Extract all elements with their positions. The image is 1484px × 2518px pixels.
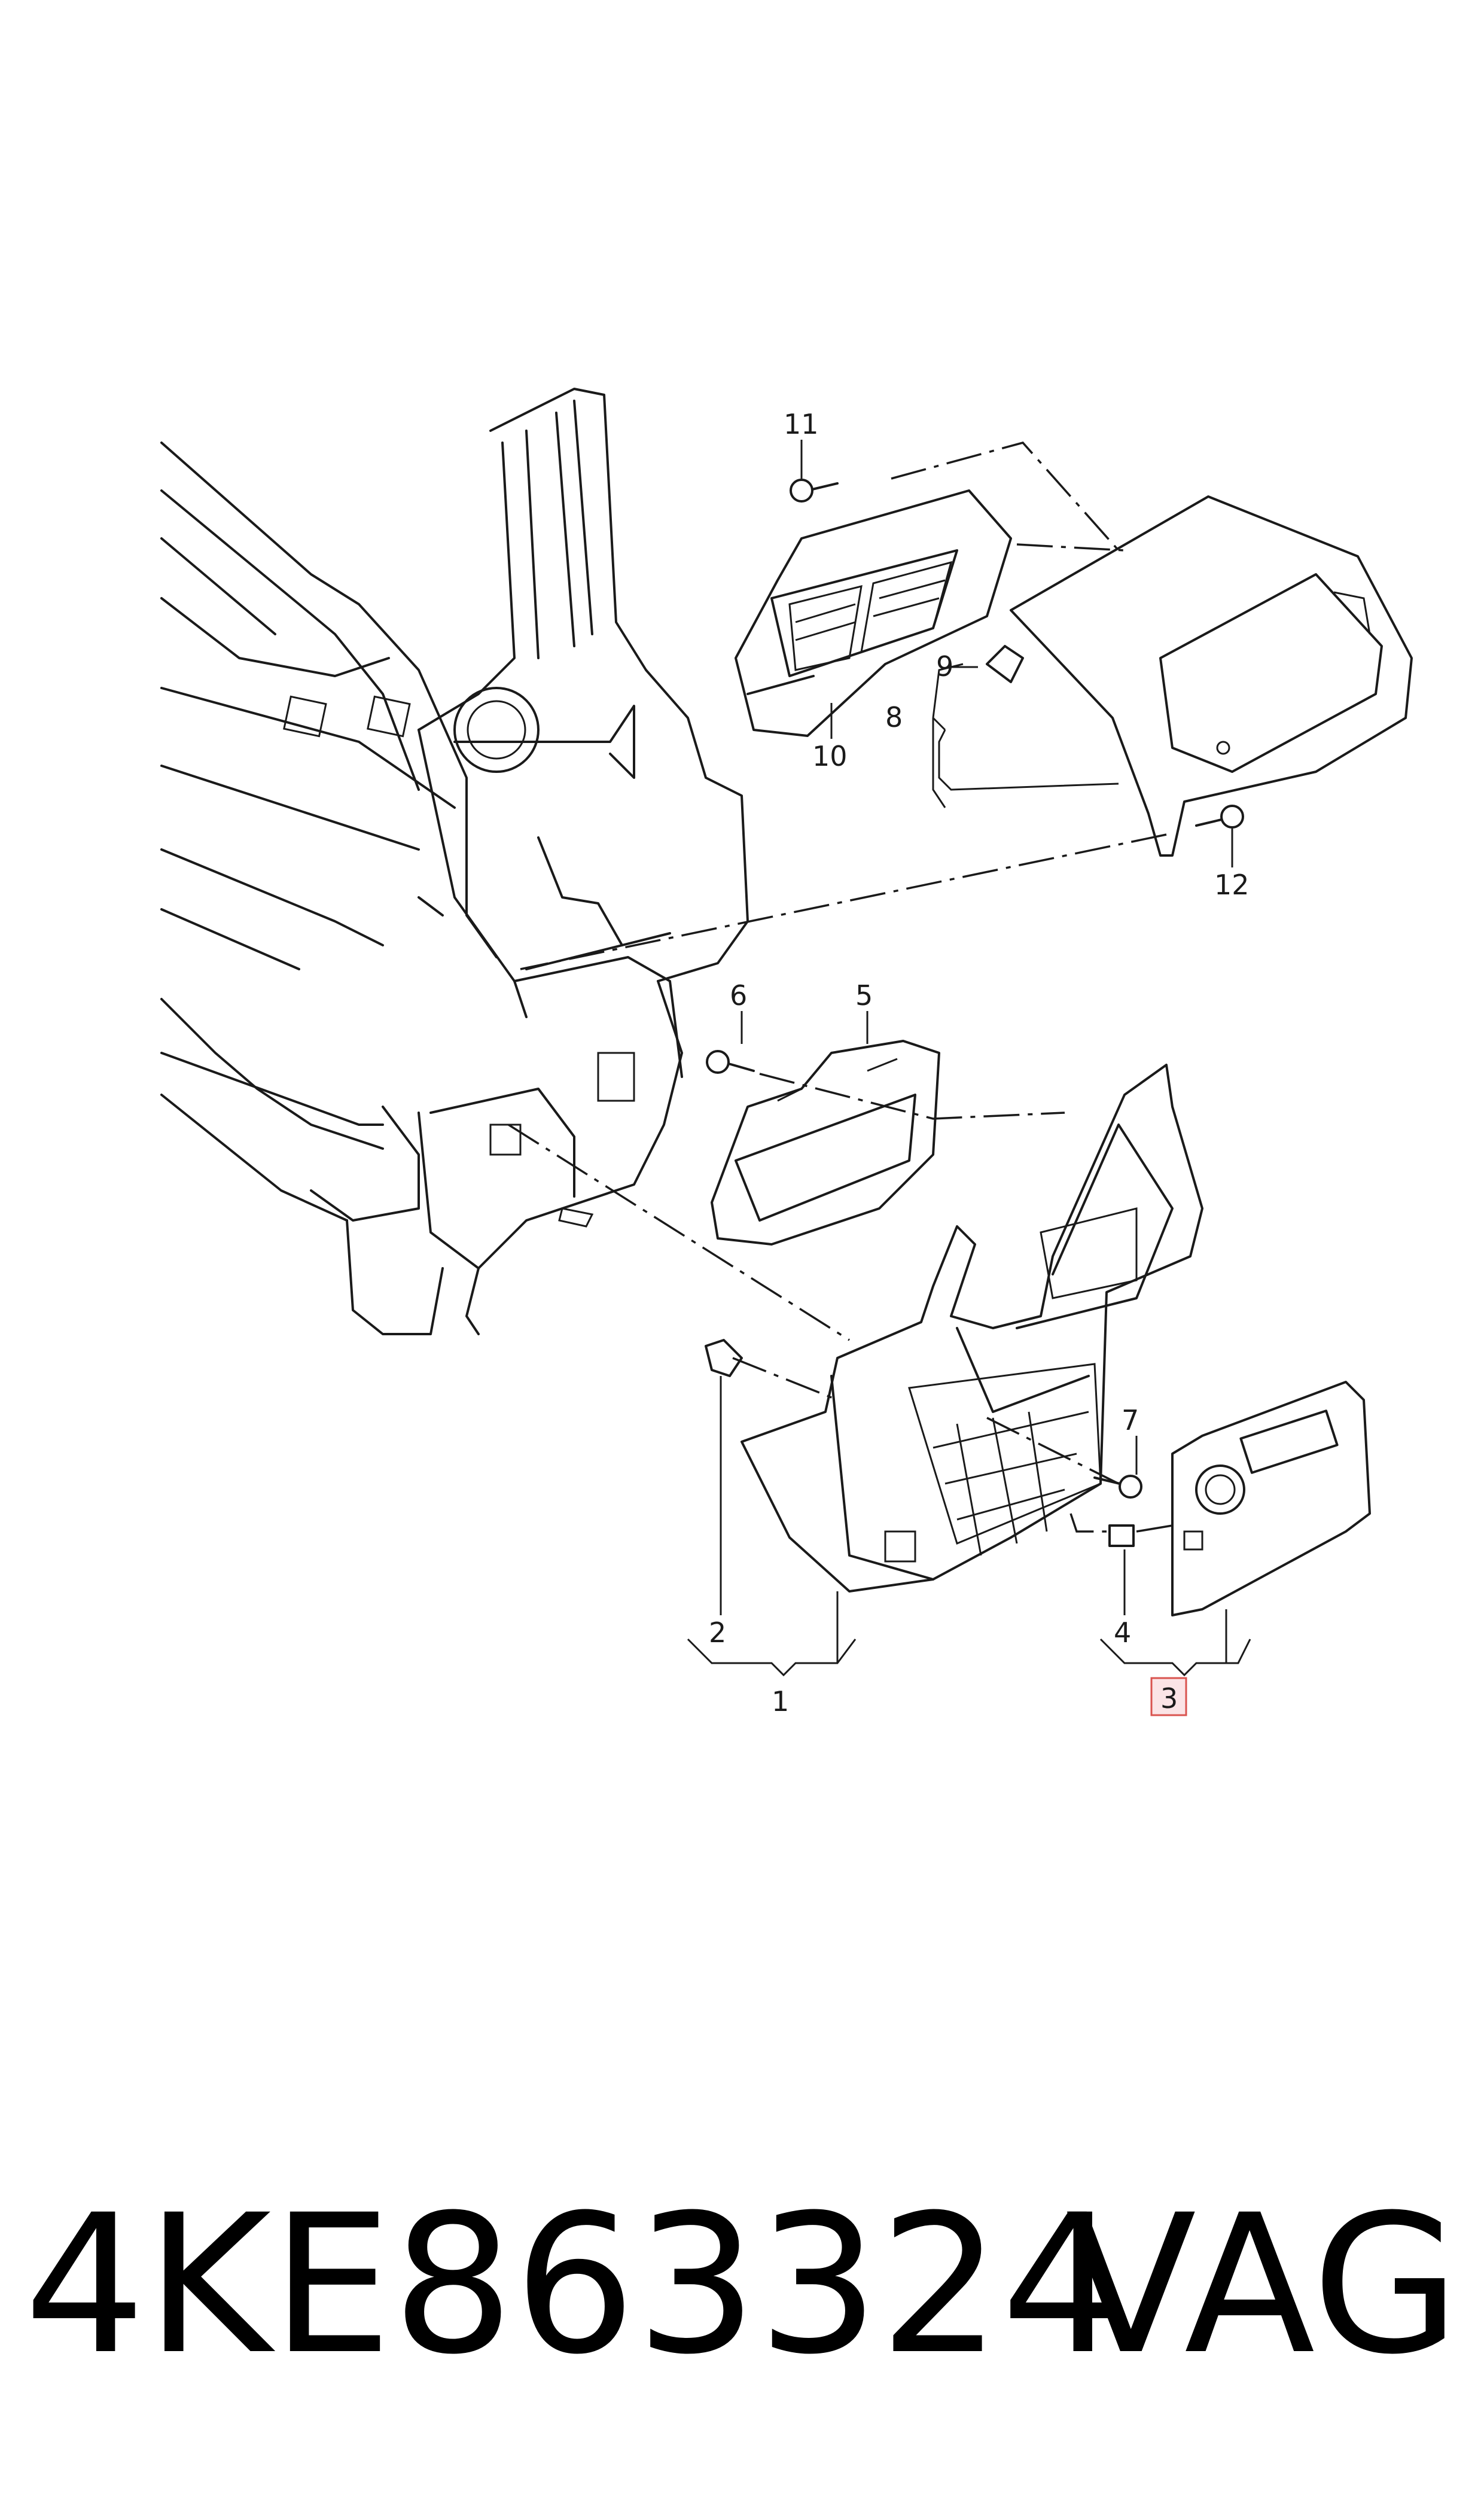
- callout-3-highlight: [1150, 1677, 1187, 1716]
- part-1-lower-trim: [741, 1064, 1203, 1593]
- callout-2: 2: [709, 1616, 726, 1649]
- callout-12: 12: [1214, 869, 1250, 901]
- fasteners: [705, 479, 1244, 1547]
- callout-labels: 11 9 8 10 12 6 5 7 2 4 1 3: [709, 408, 1250, 1718]
- callout-4: 4: [1114, 1616, 1131, 1649]
- callout-1: 1: [772, 1685, 789, 1718]
- part-8-trim-cover: [1010, 495, 1413, 857]
- part-3-rear-panel: [1171, 1381, 1371, 1616]
- callout-3: 3: [1160, 1682, 1178, 1715]
- callout-6: 6: [730, 979, 747, 1012]
- callout-11: 11: [784, 408, 819, 440]
- callout-5: 5: [855, 979, 873, 1012]
- brand-name: VAG: [1065, 2174, 1460, 2397]
- part-10-air-vent: [735, 489, 1012, 737]
- callout-10: 10: [812, 740, 848, 772]
- callout-9: 9: [936, 650, 953, 683]
- leader-lines: [687, 440, 1251, 1677]
- part-5-tray: [711, 1040, 940, 1246]
- callout-7: 7: [1122, 1404, 1139, 1436]
- part-number: 4KE863324: [24, 2174, 1123, 2397]
- assembly-lines: [508, 442, 1173, 1533]
- callout-8: 8: [885, 701, 903, 733]
- center-bracket-assembly: [418, 388, 749, 1335]
- dashboard-console-body: [160, 442, 498, 1335]
